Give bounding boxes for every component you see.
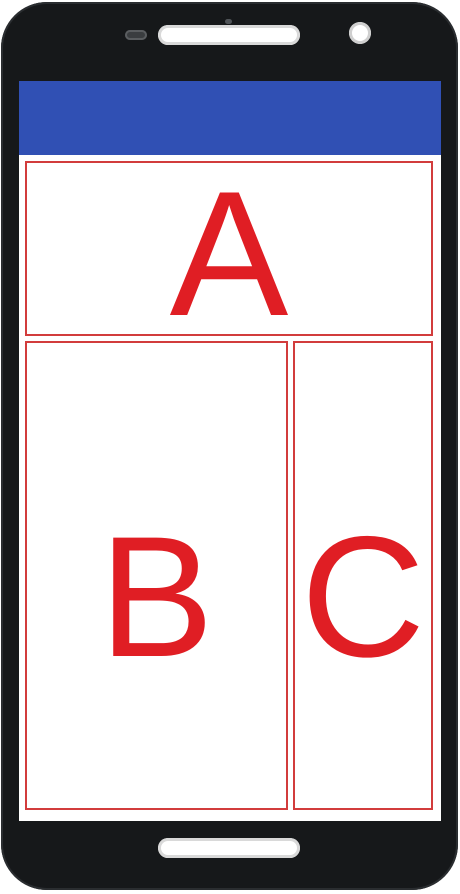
front-flash-icon [125, 30, 147, 40]
screen: A B C [19, 81, 441, 821]
pane-b-label: B [99, 500, 214, 693]
status-bar [19, 81, 441, 155]
pane-c: C [293, 341, 433, 810]
front-camera-icon [349, 22, 371, 44]
bottom-speaker-icon [158, 838, 300, 858]
pane-a-label: A [169, 153, 289, 353]
proximity-sensor-icon [225, 19, 232, 24]
pane-b: B [25, 341, 288, 810]
pane-a: A [25, 161, 433, 342]
earpiece-speaker-icon [158, 25, 300, 45]
pane-c-label: C [300, 500, 426, 693]
